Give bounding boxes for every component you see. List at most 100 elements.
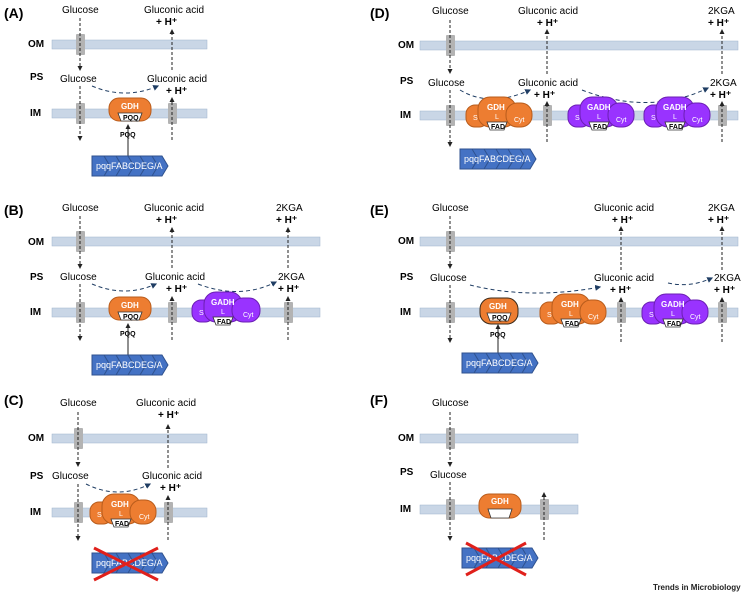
outer-membrane <box>419 40 739 51</box>
cyt-subunit-label: Cyt <box>588 314 599 321</box>
l-subunit-label: L <box>569 311 573 318</box>
panel-a: (A) OM PS IM Glucose Gluconic acid + H⁺ … <box>4 5 208 177</box>
gluconic-acid-label: Gluconic acid <box>144 5 204 16</box>
im-channel <box>74 502 83 523</box>
kga-label: 2KGA <box>708 6 735 17</box>
gdh-label: GDH <box>111 500 129 509</box>
gdh-label: GDH <box>121 102 139 111</box>
gadh-label: GADH <box>211 298 235 307</box>
l-subunit-label: L <box>673 114 677 121</box>
outer-membrane <box>51 39 208 50</box>
gluconic-acid-label: Gluconic acid <box>518 78 578 89</box>
outer-membrane <box>51 236 321 247</box>
l-subunit-label: L <box>119 511 123 518</box>
s-subunit-label: S <box>649 312 654 319</box>
im-label: IM <box>400 307 411 318</box>
im-channel <box>76 302 85 323</box>
om-label: OM <box>398 40 414 51</box>
cyt-subunit-label: Cyt <box>514 117 525 124</box>
outer-membrane <box>419 236 739 247</box>
pqq-operon-deleted: pqqFABCDEG/A <box>91 546 169 582</box>
im-label: IM <box>30 307 41 318</box>
panel-f-label: (F) <box>370 392 388 408</box>
om-label: OM <box>28 39 44 50</box>
panel-c-label: (C) <box>4 392 23 408</box>
kga-label: 2KGA <box>276 203 303 214</box>
proton-label: + H⁺ <box>714 285 735 296</box>
oxidation-arrow <box>91 85 160 94</box>
glucose-label: Glucose <box>52 471 89 482</box>
glucose-label: Glucose <box>62 203 99 214</box>
outer-membrane <box>419 433 579 444</box>
s-subunit-label: S <box>547 312 552 319</box>
om-label: OM <box>398 236 414 247</box>
proton-label: + H⁺ <box>537 18 558 29</box>
im-label: IM <box>400 504 411 515</box>
glucose-label: Glucose <box>432 203 469 214</box>
proton-label: + H⁺ <box>160 483 181 494</box>
l-subunit-label: L <box>671 311 675 318</box>
proton-label: + H⁺ <box>166 284 187 295</box>
glucose-label: Glucose <box>60 398 97 409</box>
inner-membrane <box>51 307 321 318</box>
glucose-label: Glucose <box>430 470 467 481</box>
fad-label: FAD <box>565 321 579 328</box>
kga-label: 2KGA <box>708 203 735 214</box>
gdh-flavoprotein-complex: GDH S L Cyt FAD <box>465 96 533 131</box>
om-label: OM <box>28 237 44 248</box>
oxidation-arrow <box>85 483 152 493</box>
im-label: IM <box>400 110 411 121</box>
im-channel <box>617 302 626 323</box>
outer-membrane <box>51 433 208 444</box>
s-subunit-label: S <box>575 115 580 122</box>
pqq-operon-deleted: pqqFABCDEG/A <box>461 541 539 577</box>
operon-label: pqqFABCDEG/A <box>96 360 163 370</box>
fad-cofactor <box>486 121 508 131</box>
panel-c: (C) OM PS IM Glucose Gluconic acid + H⁺ … <box>4 392 208 582</box>
fad-label: FAD <box>593 124 607 131</box>
panel-e: (E) OM PS IM Glucose Gluconic acid + H⁺ … <box>370 202 741 374</box>
proton-label: + H⁺ <box>276 215 297 226</box>
cyt-subunit-label: Cyt <box>692 117 703 124</box>
gluconic-acid-label: Gluconic acid <box>142 471 202 482</box>
oxidation-arrow <box>667 277 714 286</box>
s-subunit-label: S <box>97 512 102 519</box>
ps-label: PS <box>400 467 414 478</box>
s-subunit-label: S <box>473 115 478 122</box>
im-channel <box>718 302 727 323</box>
proton-label: + H⁺ <box>710 90 731 101</box>
glucose-label: Glucose <box>432 6 469 17</box>
s-subunit-label: S <box>199 310 204 317</box>
gdh-label: GDH <box>491 497 509 506</box>
glucose-label: Glucose <box>60 272 97 283</box>
gadh-label: GADH <box>587 103 611 112</box>
pqq-label: PQQ <box>123 314 139 321</box>
glucose-label: Glucose <box>62 5 99 16</box>
empty-cofactor-site <box>487 508 513 519</box>
ps-label: PS <box>30 471 44 482</box>
operon-label: pqqFABCDEG/A <box>464 154 531 164</box>
cyt-subunit-label: Cyt <box>243 312 254 319</box>
gluconic-acid-label: Gluconic acid <box>594 273 654 284</box>
oxidation-arrow <box>91 283 158 292</box>
fad-label: FAD <box>115 521 129 528</box>
proton-label: + H⁺ <box>612 215 633 226</box>
panel-d-label: (D) <box>370 5 389 21</box>
gadh-label: GADH <box>663 103 687 112</box>
proton-label: + H⁺ <box>166 86 187 97</box>
s-subunit-label: S <box>651 115 656 122</box>
pqq-cofactor <box>117 311 143 321</box>
pqq-label: PQQ <box>492 315 508 322</box>
gdh-flavoprotein-complex: GDH S L Cyt FAD <box>89 493 157 528</box>
pqq-operon: pqqFABCDEG/A <box>91 354 169 376</box>
fad-label: FAD <box>491 124 505 131</box>
proton-label: + H⁺ <box>158 410 179 421</box>
pqq-operon: pqqFABCDEG/A <box>459 148 537 170</box>
gdh-label: GDH <box>489 302 507 311</box>
kga-label: 2KGA <box>278 272 305 283</box>
gluconic-acid-label: Gluconic acid <box>144 203 204 214</box>
proton-label: + H⁺ <box>278 284 299 295</box>
gdh-label: GDH <box>487 103 505 112</box>
gadh-label: GADH <box>661 300 685 309</box>
